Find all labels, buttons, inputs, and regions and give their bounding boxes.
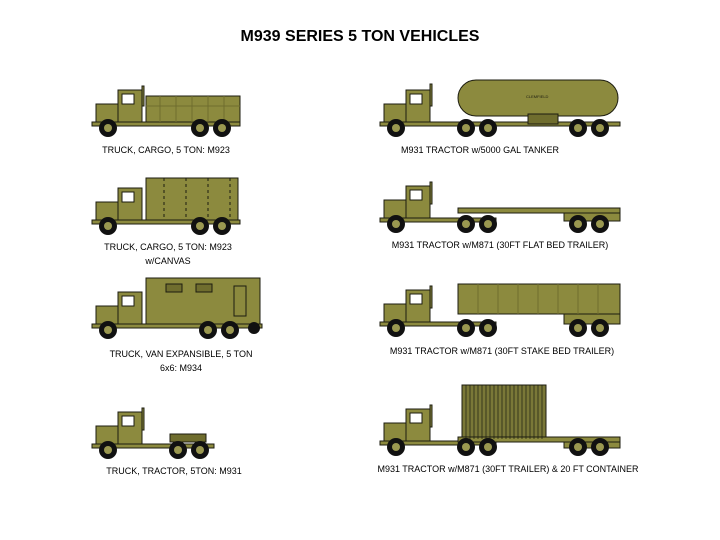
cargo-truck-icon (91, 85, 241, 137)
flatbed-tractor-icon (379, 181, 621, 233)
vehicle-caption: M931 TRACTOR w/M871 (30FT FLAT BED TRAIL… (391, 240, 609, 250)
vehicle-caption: M931 TRACTOR w/5000 GAL TANKER (400, 145, 560, 155)
tank-label: CLEMFIELD (526, 94, 549, 99)
canvas-cargo-truck-icon (91, 177, 241, 235)
vehicle-caption: M931 TRACTOR w/M871 (30FT TRAILER) & 20 … (377, 464, 639, 474)
vehicle-caption: TRUCK, CARGO, 5 TON: M923 (102, 145, 230, 155)
page-title: M939 SERIES 5 TON VEHICLES (240, 28, 480, 45)
vehicle-caption: TRUCK, TRACTOR, 5TON: M931 (106, 466, 242, 476)
container-tractor-icon (379, 384, 621, 456)
stakebed-tractor-icon (379, 283, 621, 337)
tanker-tractor-icon: CLEMFIELD (379, 79, 621, 137)
vehicle-caption: M931 TRACTOR w/M871 (30FT STAKE BED TRAI… (389, 346, 615, 356)
tractor-truck-icon (91, 407, 215, 459)
vehicle-caption: TRUCK, VAN EXPANSIBLE, 5 TON 6x6: M934 (109, 349, 253, 373)
van-truck-icon (91, 277, 263, 339)
vehicle-caption: TRUCK, CARGO, 5 TON: M923 w/CANVAS (104, 242, 232, 266)
